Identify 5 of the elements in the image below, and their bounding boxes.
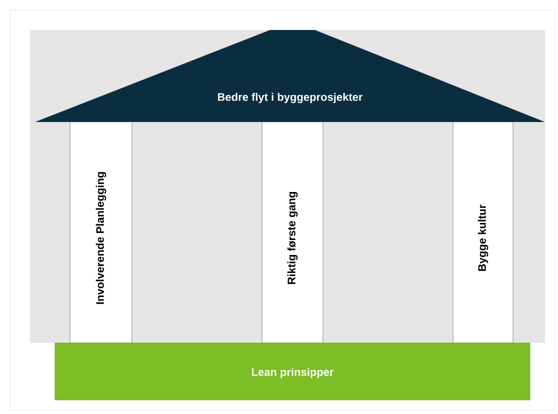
pillar: Involverende Planlegging <box>70 122 132 344</box>
pillar: Riktig første gang <box>262 122 324 344</box>
pillar: Bygge kultur <box>452 122 514 344</box>
foundation-bar: Lean prinsipper <box>54 342 530 400</box>
roof-triangle: Bedre flyt i byggeprosjekter <box>35 30 545 122</box>
